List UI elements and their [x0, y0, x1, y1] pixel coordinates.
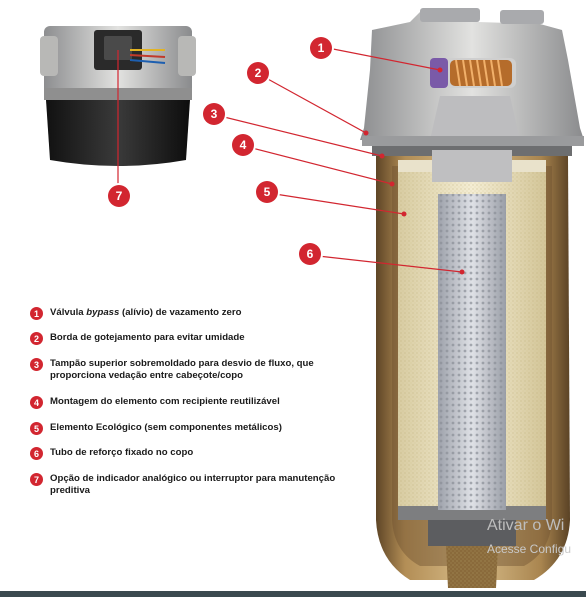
activation-watermark-subtitle: Acesse Configu	[487, 542, 572, 556]
callout-5: 5	[256, 181, 278, 203]
legend-number: 1	[30, 307, 43, 320]
legend-item-4: 4 Montagem do elemento com recipiente re…	[30, 396, 350, 409]
legend-item-7: 7 Opção de indicador analógico ou interr…	[30, 473, 350, 497]
legend-text: Tampão superior sobremoldado para desvio…	[50, 358, 314, 381]
legend-item-1: 1 Válvula bypass (alívio) de vazamento z…	[30, 307, 350, 320]
leader-lines	[117, 47, 463, 273]
legend-number: 6	[30, 447, 43, 460]
legend-text: Borda de gotejamento para evitar umidade	[50, 332, 245, 343]
callout-4: 4	[232, 134, 254, 156]
legend-text: Válvula bypass (alívio) de vazamento zer…	[50, 307, 242, 318]
callout-3: 3	[203, 103, 225, 125]
legend-item-6: 6 Tubo de reforço fixado no copo	[30, 447, 350, 460]
legend-text: Tubo de reforço fixado no copo	[50, 447, 194, 458]
legend-text: Elemento Ecológico (sem componentes metá…	[50, 422, 282, 433]
legend-number: 5	[30, 422, 43, 435]
legend-number: 4	[30, 396, 43, 409]
legend-item-2: 2 Borda de gotejamento para evitar umida…	[30, 332, 350, 345]
legend-text: Montagem do elemento com recipiente reut…	[50, 396, 280, 407]
legend-number: 2	[30, 332, 43, 345]
callout-6: 6	[299, 243, 321, 265]
activation-watermark-title: Ativar o Wi	[487, 517, 565, 534]
legend-text: Opção de indicador analógico ou interrup…	[50, 473, 336, 496]
legend-item-3: 3 Tampão superior sobremoldado para desv…	[30, 358, 350, 382]
legend-number: 3	[30, 358, 43, 371]
legend-item-5: 5 Elemento Ecológico (sem componentes me…	[30, 422, 350, 435]
leader-dots	[363, 67, 465, 275]
taskbar-strip	[0, 591, 586, 597]
legend-number: 7	[30, 473, 43, 486]
callout-2: 2	[247, 62, 269, 84]
filter-cutaway	[360, 8, 584, 588]
callout-1: 1	[310, 37, 332, 59]
callout-7: 7	[108, 185, 130, 207]
